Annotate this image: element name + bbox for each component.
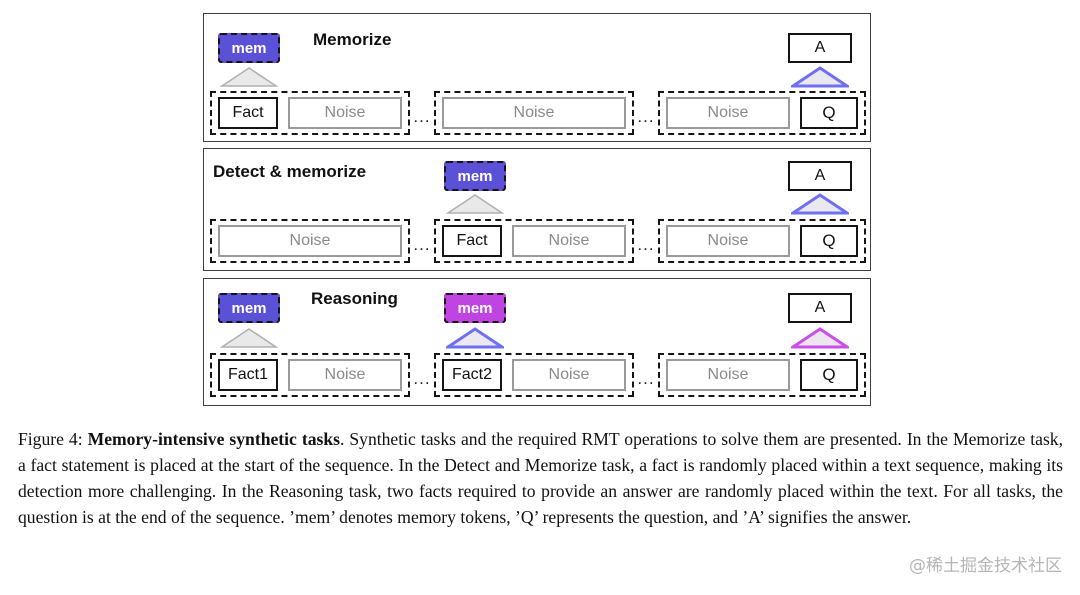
mem-token-label: mem <box>231 39 267 57</box>
mem-token-box: mem <box>218 293 280 323</box>
answer-box: A <box>788 293 852 323</box>
sequence-segment: Noise Q <box>658 219 866 263</box>
figure-caption: Figure 4: Memory-intensive synthetic tas… <box>18 427 1063 531</box>
triangle-up-icon <box>220 67 278 87</box>
panel-detect-memorize: Detect & memorize mem A Noise ... Fact N… <box>203 148 871 271</box>
noise-box: Noise <box>512 225 626 257</box>
mem-token-label: mem <box>457 299 493 317</box>
caption-bold-title: Memory-intensive synthetic tasks <box>87 429 340 449</box>
answer-label: A <box>814 167 826 184</box>
triangle-up-icon <box>446 327 504 349</box>
triangle-up-icon <box>446 194 504 214</box>
question-box: Q <box>800 97 858 129</box>
token-sequence-row: Fact Noise ... Noise ... Noise Q <box>210 91 866 135</box>
ellipsis: ... <box>637 369 655 388</box>
ellipsis: ... <box>413 107 431 126</box>
ellipsis: ... <box>637 107 655 126</box>
ellipsis: ... <box>413 369 431 388</box>
triangle-up-icon <box>791 193 849 215</box>
watermark: @稀土掘金技术社区 <box>909 556 1062 576</box>
ellipsis: ... <box>637 235 655 254</box>
triangle-up-icon <box>220 328 278 348</box>
question-box: Q <box>800 359 858 391</box>
token-sequence-row: Fact1 Noise ... Fact2 Noise ... Noise Q <box>210 353 866 397</box>
caption-body: . Synthetic tasks and the required RMT o… <box>18 429 1063 527</box>
sequence-segment: Noise Q <box>658 91 866 135</box>
ellipsis: ... <box>413 235 431 254</box>
answer-label: A <box>814 299 826 316</box>
answer-box: A <box>788 161 852 191</box>
sequence-segment: Fact1 Noise <box>210 353 410 397</box>
noise-box: Noise <box>288 359 402 391</box>
question-box: Q <box>800 225 858 257</box>
fact-box: Fact1 <box>218 359 278 391</box>
panel-title: Reasoning <box>311 289 398 308</box>
sequence-segment: Fact Noise <box>210 91 410 135</box>
noise-box: Noise <box>666 97 790 129</box>
fact-box: Fact <box>442 225 502 257</box>
fact-box: Fact <box>218 97 278 129</box>
panel-title: Detect & memorize <box>213 162 367 181</box>
noise-box: Noise <box>666 359 790 391</box>
answer-label: A <box>814 39 826 56</box>
token-sequence-row: Noise ... Fact Noise ... Noise Q <box>210 219 866 263</box>
panel-reasoning: mem Reasoning mem A Fact1 Noise ... Fact… <box>203 278 871 406</box>
noise-box: Noise <box>512 359 626 391</box>
mem-token-box: mem <box>218 33 280 63</box>
sequence-segment: Fact2 Noise <box>434 353 634 397</box>
mem-token-label: mem <box>231 299 267 317</box>
sequence-segment: Noise Q <box>658 353 866 397</box>
panel-title: Memorize <box>313 30 392 49</box>
triangle-up-icon <box>791 66 849 88</box>
fact-box: Fact2 <box>442 359 502 391</box>
sequence-segment: Fact Noise <box>434 219 634 263</box>
noise-box: Noise <box>218 225 402 257</box>
noise-box: Noise <box>666 225 790 257</box>
answer-box: A <box>788 33 852 63</box>
mem-token-box: mem <box>444 161 506 191</box>
noise-box: Noise <box>288 97 402 129</box>
panel-memorize: mem Memorize A Fact Noise ... Noise ... … <box>203 13 871 142</box>
noise-box: Noise <box>442 97 626 129</box>
caption-prefix: Figure 4: <box>18 429 88 449</box>
sequence-segment: Noise <box>210 219 410 263</box>
mem-token-box: mem <box>444 293 506 323</box>
mem-token-label: mem <box>457 167 493 185</box>
sequence-segment: Noise <box>434 91 634 135</box>
triangle-up-icon <box>791 327 849 349</box>
